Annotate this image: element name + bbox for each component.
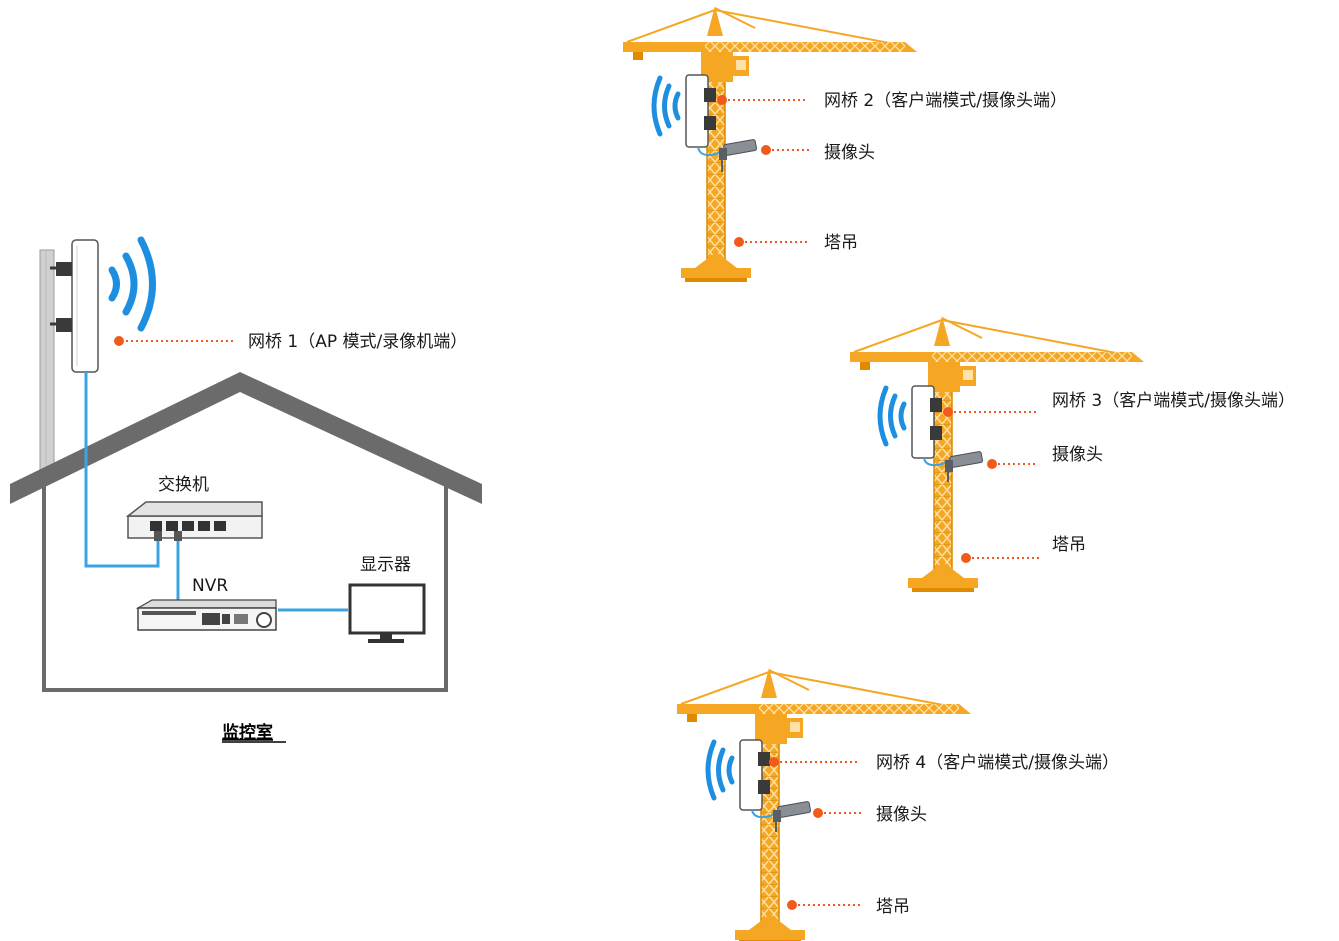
outdoor-bridge-icon <box>685 74 716 148</box>
crane4-crane-label: 塔吊 <box>876 897 910 917</box>
outdoor-bridge-icon <box>911 385 942 459</box>
wifi-signal-icon <box>877 385 907 447</box>
outdoor-bridge-icon <box>739 739 770 811</box>
pointer-dot <box>813 808 823 818</box>
network-switch-icon <box>125 501 263 541</box>
wifi-signal-icon <box>108 236 156 332</box>
crane2-camera-label: 摄像头 <box>824 143 875 163</box>
bridge1-label: 网桥 1（AP 模式/录像机端） <box>248 332 467 352</box>
pointer-dot <box>717 95 727 105</box>
crane4-bridge-label: 网桥 4（客户端模式/摄像头端） <box>876 753 1119 773</box>
wifi-signal-icon <box>705 739 735 801</box>
camera-cable <box>751 809 779 819</box>
pointer-dot <box>961 553 971 563</box>
crane4-camera-label: 摄像头 <box>876 805 927 825</box>
crane3-crane-label: 塔吊 <box>1052 535 1086 555</box>
crane3-camera-label: 摄像头 <box>1052 445 1103 465</box>
pointer-dot <box>787 900 797 910</box>
camera-icon <box>945 451 983 482</box>
wifi-signal-icon <box>651 75 681 137</box>
crane2-crane-label: 塔吊 <box>824 233 858 253</box>
bridge-cable <box>84 372 160 568</box>
pointer-dot <box>761 145 771 155</box>
nvr-label: NVR <box>192 576 228 596</box>
crane2-bridge-label: 网桥 2（客户端模式/摄像头端） <box>824 91 1067 111</box>
pointer-dot <box>734 237 744 247</box>
switch-label: 交换机 <box>158 475 209 495</box>
pointer-dot <box>769 757 779 767</box>
monitor-icon <box>348 583 426 643</box>
outdoor-bridge-icon <box>50 239 99 373</box>
pointer-dot <box>943 407 953 417</box>
house <box>10 372 482 692</box>
crane-group-4: 网桥 4（客户端模式/摄像头端） 摄像头 塔吊 <box>676 667 1119 941</box>
crane-group-3: 网桥 3（客户端模式/摄像头端） 摄像头 塔吊 <box>849 315 1295 593</box>
pointer-dot <box>114 336 124 346</box>
crane3-bridge-label: 网桥 3（客户端模式/摄像头端） <box>1052 391 1295 411</box>
camera-icon <box>719 139 757 172</box>
building-pole <box>39 249 55 483</box>
monitor-label: 显示器 <box>360 555 411 575</box>
camera-cable <box>923 457 951 467</box>
crane-group-2: 网桥 2（客户端模式/摄像头端） 摄像头 塔吊 <box>622 5 1067 283</box>
bridge1: 网桥 1（AP 模式/录像机端） <box>50 236 467 373</box>
pointer-dot <box>987 459 997 469</box>
room-title: 监控室 <box>222 722 273 743</box>
camera-cable <box>697 146 725 157</box>
camera-icon <box>773 801 811 832</box>
nvr-icon <box>135 599 277 631</box>
